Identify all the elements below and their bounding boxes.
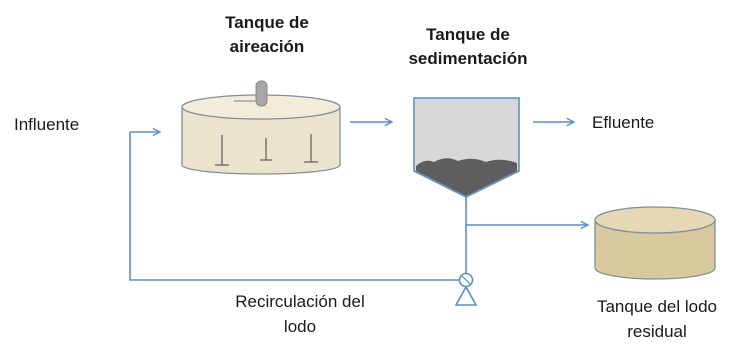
recirculation-label-line2: lodo bbox=[283, 317, 317, 336]
sedimentation-tank bbox=[413, 97, 520, 198]
recirculation-label-line1: Recirculación del bbox=[235, 292, 365, 311]
effluent-label: Efluente bbox=[592, 113, 655, 132]
aeration-tank bbox=[181, 80, 341, 175]
residual-tank-label-line2: residual bbox=[627, 322, 687, 341]
residual-sludge-tank bbox=[594, 206, 716, 280]
influent-label: Influente bbox=[14, 115, 80, 134]
recirculation-line bbox=[129, 132, 466, 281]
pump-icon bbox=[454, 272, 478, 306]
sedimentation-tank-title-line1: Tanque de bbox=[426, 25, 510, 44]
sedimentation-tank-title-line2: sedimentación bbox=[408, 49, 528, 68]
aeration-tank-title-line2: aireación bbox=[229, 37, 305, 56]
air-pipe-icon bbox=[255, 80, 268, 107]
aeration-tank-title-line1: Tanque de bbox=[225, 13, 309, 32]
mixer-icon bbox=[215, 134, 318, 166]
sludge-layer bbox=[416, 158, 517, 196]
residual-tank-label-line1: Tanque del lodo bbox=[596, 297, 718, 316]
